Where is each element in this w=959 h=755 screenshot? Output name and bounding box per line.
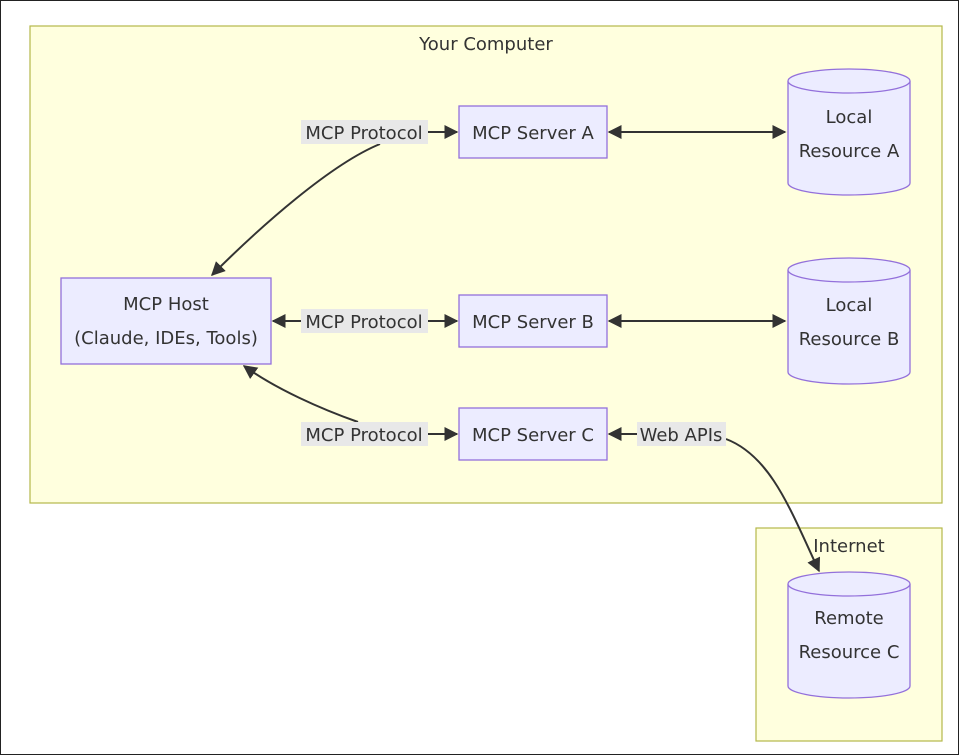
group-internet-title: Internet xyxy=(813,536,884,557)
node-mcp-server-c-label: MCP Server C xyxy=(472,425,594,446)
node-local-resource-b[interactable]: Local Resource B xyxy=(787,257,911,385)
node-remote-resource-c[interactable]: Remote Resource C xyxy=(787,571,911,699)
node-mcp-host-line1: MCP Host xyxy=(123,294,209,315)
edge-label-protocol-c-text: MCP Protocol xyxy=(305,425,422,446)
node-mcp-server-b[interactable]: MCP Server B xyxy=(458,294,608,348)
node-local-resource-b-line2: Resource B xyxy=(799,329,900,350)
edge-label-protocol-c: MCP Protocol xyxy=(301,422,428,446)
node-mcp-server-b-label: MCP Server B xyxy=(472,312,594,333)
node-mcp-server-c[interactable]: MCP Server C xyxy=(458,407,608,461)
node-local-resource-a[interactable]: Local Resource A xyxy=(787,68,911,196)
edge-label-web-apis-text: Web APIs xyxy=(640,425,723,446)
node-remote-resource-c-line1: Remote xyxy=(814,608,883,629)
edge-host-server-a xyxy=(211,143,381,276)
edge-label-protocol-b-text: MCP Protocol xyxy=(305,312,422,333)
node-local-resource-a-line1: Local xyxy=(826,107,873,128)
node-remote-resource-c-line2: Resource C xyxy=(799,642,900,663)
node-local-resource-a-line2: Resource A xyxy=(799,141,900,162)
node-mcp-host[interactable]: MCP Host (Claude, IDEs, Tools) xyxy=(60,277,272,365)
edge-label-protocol-a-text: MCP Protocol xyxy=(305,123,422,144)
edge-web-apis-resource-c xyxy=(725,438,821,573)
node-mcp-host-line2: (Claude, IDEs, Tools) xyxy=(74,328,258,349)
edge-host-server-c xyxy=(242,365,359,423)
edge-label-web-apis: Web APIs xyxy=(637,422,726,446)
node-mcp-server-a-label: MCP Server A xyxy=(472,123,594,144)
node-mcp-server-a[interactable]: MCP Server A xyxy=(458,105,608,159)
group-your-computer-title: Your Computer xyxy=(418,34,553,55)
group-internet: Internet xyxy=(755,527,943,742)
node-local-resource-b-line1: Local xyxy=(826,295,873,316)
edge-label-protocol-b: MCP Protocol xyxy=(301,309,428,333)
edges xyxy=(211,125,821,573)
edge-label-protocol-a: MCP Protocol xyxy=(301,120,428,144)
